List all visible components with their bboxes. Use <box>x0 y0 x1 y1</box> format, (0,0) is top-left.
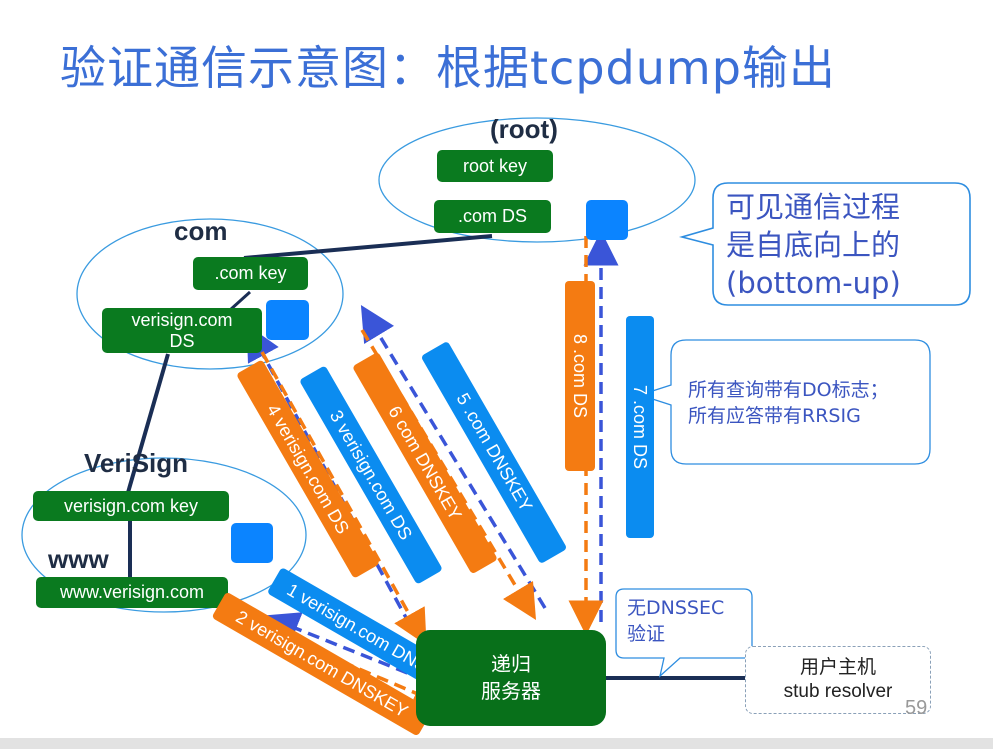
com-verisign-ds-box: verisign.com DS <box>102 308 262 353</box>
www-zone-label: www <box>48 544 109 574</box>
page-number: 59 <box>905 697 928 719</box>
line-com-to-root <box>243 234 493 260</box>
root-zone-ellipse <box>378 117 696 243</box>
dashed-arrow-response-verisign-ds <box>260 351 427 646</box>
callout-do-flag-shape <box>637 339 931 465</box>
verisign-key-box: verisign.com key <box>33 491 229 521</box>
stub-resolver-box: 用户主机 stub resolver <box>745 646 931 714</box>
callout-bottom-up-line2: 是自底向上的 <box>726 228 901 262</box>
callout-bottom-up-line3: (bottom-up) <box>726 266 901 300</box>
com-key-square-icon <box>266 300 309 340</box>
line-verisign-to-com <box>125 353 170 497</box>
www-verisign-box: www.verisign.com <box>36 577 228 608</box>
recursive-server-line1: 递归 <box>491 652 531 676</box>
callout-bottom-up-line1: 可见通信过程 <box>726 190 901 224</box>
verisign-key-square-icon <box>231 523 273 563</box>
root-com-ds-box: .com DS <box>434 200 551 233</box>
arrow-7-com-ds: 7 .com DS <box>626 316 654 538</box>
recursive-server-line2: 服务器 <box>481 679 541 703</box>
callout-do-flag-line1: 所有查询带有DO标志； <box>688 379 889 401</box>
callout-do-flag-text: 所有查询带有DO标志； 所有应答带有RRSIG <box>688 377 889 429</box>
arrow-8-com-ds: 8 .com DS <box>565 281 595 471</box>
callout-no-dnssec-text: 无DNSSEC 验证 <box>627 595 724 647</box>
callout-do-flag-line2: 所有应答带有RRSIG <box>688 405 861 427</box>
root-zone-label: (root) <box>490 114 558 144</box>
com-zone-label: com <box>174 216 228 246</box>
stub-resolver-line2: stub resolver <box>783 681 893 702</box>
callout-no-dnssec-line1: 无DNSSEC <box>627 597 725 619</box>
stub-resolver-line1: 用户主机 <box>799 657 876 678</box>
bottom-bar <box>0 738 993 749</box>
callout-no-dnssec-shape <box>615 588 753 678</box>
recursive-server-box: 递归 服务器 <box>416 630 606 726</box>
callout-bottom-up-text: 可见通信过程 是自底向上的 (bottom-up) <box>726 188 901 302</box>
callout-no-dnssec-line2: 验证 <box>627 623 666 645</box>
com-key-box: .com key <box>193 257 308 290</box>
verisign-zone-ellipse <box>21 457 307 613</box>
slide-title: 验证通信示意图：根据tcpdump输出 <box>60 41 836 95</box>
callout-bottom-up-shape <box>678 182 971 306</box>
com-zone-ellipse <box>76 218 344 370</box>
com-verisign-ds-label: verisign.com DS <box>131 309 233 351</box>
root-key-square-icon <box>586 200 628 240</box>
root-key-box: root key <box>437 150 553 182</box>
line-comkey-to-ds <box>228 290 252 312</box>
verisign-zone-label: VeriSign <box>84 448 189 478</box>
